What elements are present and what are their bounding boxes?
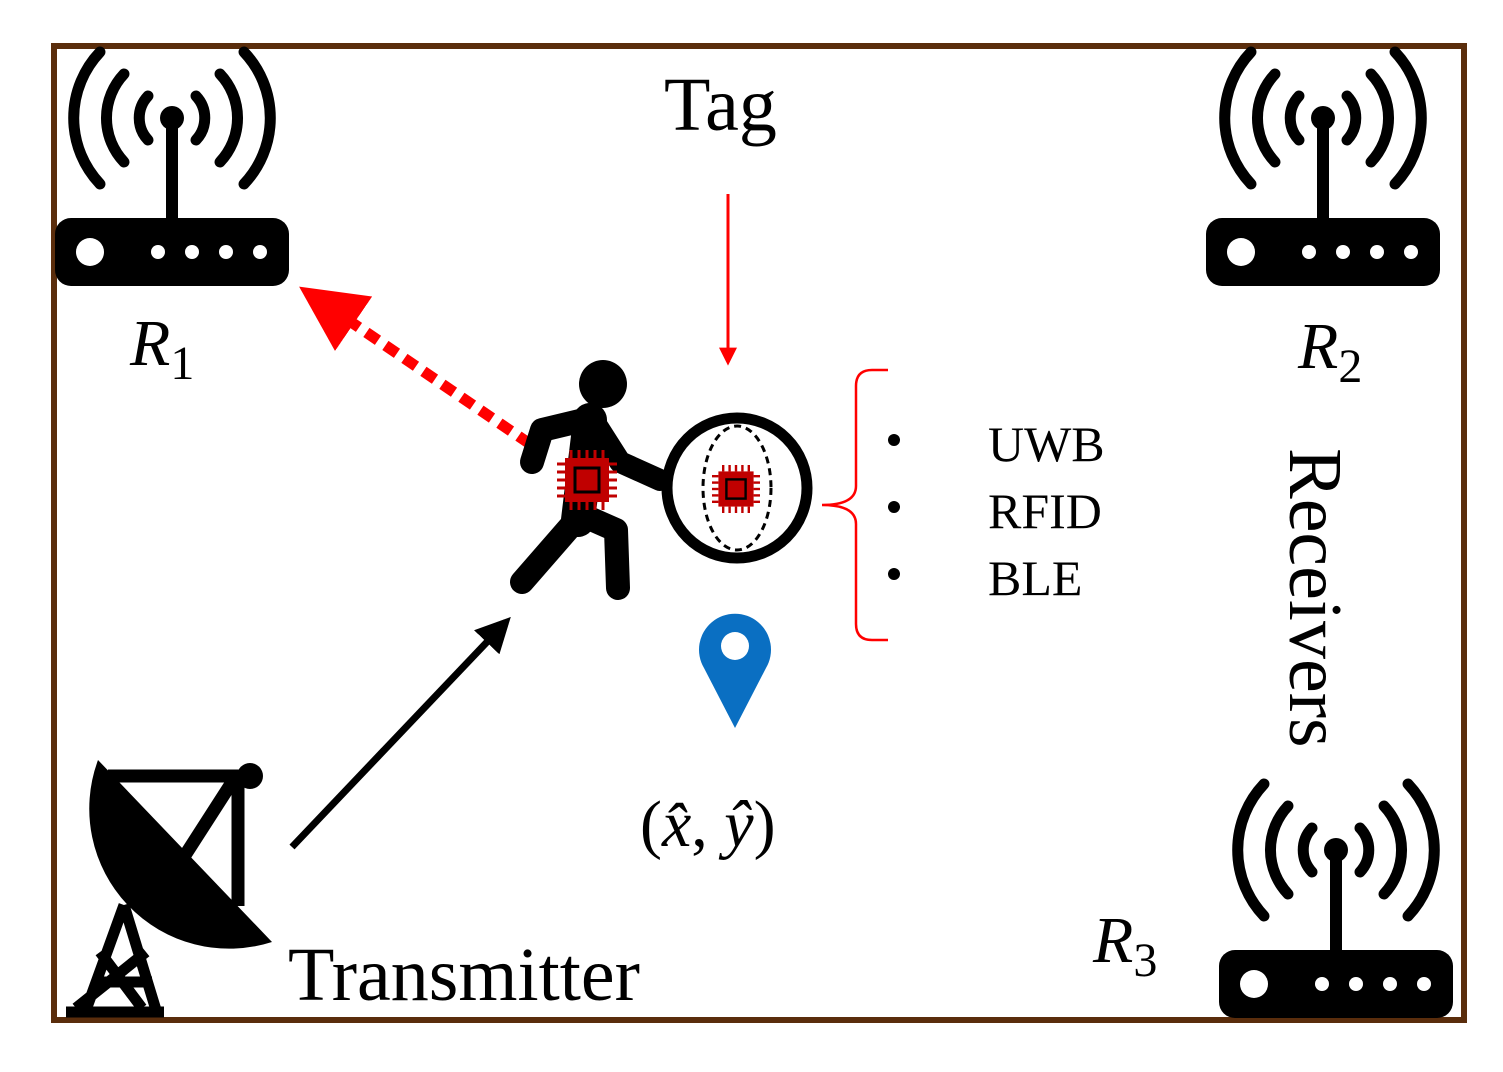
chip-icon — [710, 463, 762, 515]
tech-ble: BLE — [988, 550, 1082, 606]
list-bullet — [888, 434, 900, 446]
wifi-router-icon — [1206, 52, 1440, 286]
estimated-position: (x̂, ŷ) — [640, 788, 776, 861]
transmitter-label: Transmitter — [288, 933, 640, 1017]
satellite-dish-tower-icon — [66, 760, 272, 1018]
list-bullet — [888, 568, 900, 580]
tech-rfid: RFID — [988, 483, 1102, 539]
receiver-label-r1: R1 — [129, 307, 194, 390]
tag-label: Tag — [664, 63, 777, 147]
chip-icon — [555, 448, 619, 512]
list-bullet — [888, 501, 900, 513]
receivers-label: Receivers — [1273, 448, 1357, 748]
transmit-arrow — [289, 616, 511, 850]
wifi-router-icon — [55, 52, 289, 286]
room-border — [51, 43, 1467, 1023]
tech-uwb: UWB — [988, 416, 1105, 472]
receiver-label-r2: R2 — [1297, 310, 1362, 393]
wifi-router-icon — [1219, 784, 1453, 1018]
location-pin-icon — [699, 613, 771, 728]
signal-arrow — [299, 286, 534, 449]
technology-brace — [821, 368, 888, 642]
receiver-label-r3: R3 — [1092, 904, 1157, 987]
